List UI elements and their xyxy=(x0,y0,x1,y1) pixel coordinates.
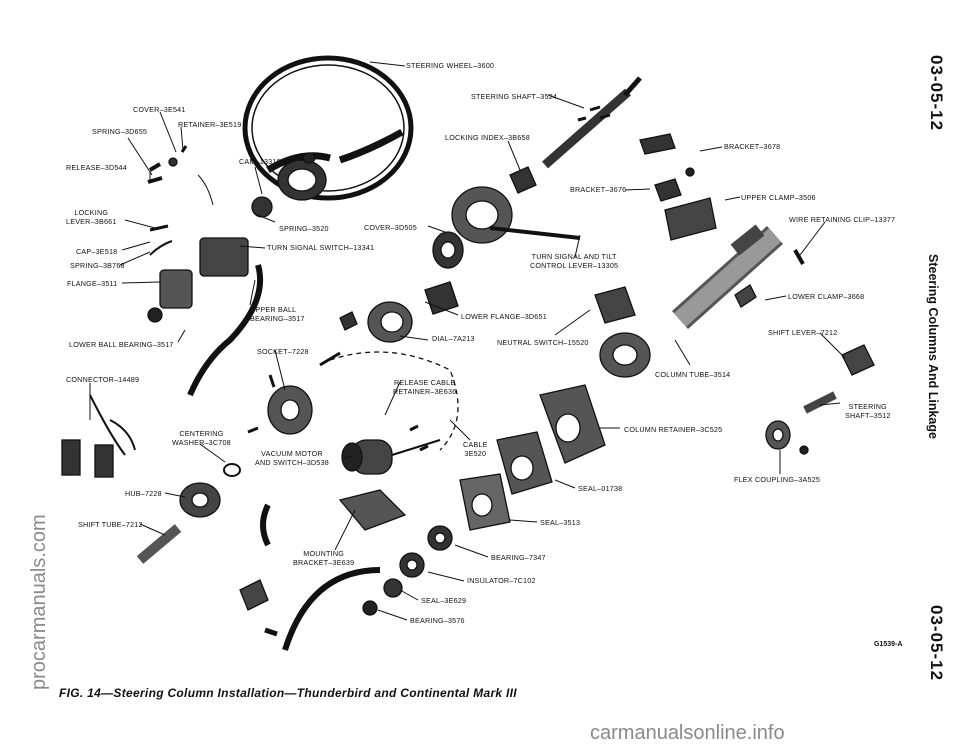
connector-harness-drawing xyxy=(61,394,136,478)
watermark-bottom: carmanualsonline.info xyxy=(590,722,785,744)
vacuum-motor-drawing xyxy=(329,351,459,475)
label-upper-ball-bearing: UPPER BALL BEARING–3517 xyxy=(250,305,305,323)
label-centering-line1: CENTERING xyxy=(179,429,224,438)
label-centering-washer: CENTERING WASHER–3C708 xyxy=(172,429,231,447)
label-lower-ball-bearing: LOWER BALL BEARING–3517 xyxy=(69,340,174,349)
label-centering-line2: WASHER–3C708 xyxy=(172,438,231,447)
label-seal-01738: SEAL–01738 xyxy=(578,484,623,493)
label-cam: CAM–13318 xyxy=(239,157,281,166)
label-cable: CABLE 3E520 xyxy=(463,440,488,458)
label-mounting-bracket: MOUNTING BRACKET–3E639 xyxy=(293,549,354,567)
label-neutral-switch: NEUTRAL SWITCH–15520 xyxy=(497,338,589,347)
label-locking-lever: LOCKING LEVER–3B661 xyxy=(66,208,117,226)
label-steering-shaft-3512-line1: STEERING xyxy=(848,402,887,411)
label-mounting-line1: MOUNTING xyxy=(303,549,345,558)
label-column-tube: COLUMN TUBE–3514 xyxy=(655,370,731,379)
label-retainer-3e519: RETAINER–3E519 xyxy=(178,120,242,129)
label-upper-clamp: UPPER CLAMP–3506 xyxy=(741,193,816,202)
label-bearing-3576: BEARING–3576 xyxy=(410,616,465,625)
steering-shaft-drawing xyxy=(542,76,642,169)
steering-wheel-drawing xyxy=(242,55,414,201)
label-steering-shaft: STEERING SHAFT–3524 xyxy=(471,92,558,101)
label-seal-3e629: SEAL–3E629 xyxy=(421,596,467,605)
label-mounting-line2: BRACKET–3E639 xyxy=(293,558,355,567)
label-vacuum-line1: VACUUM MOTOR xyxy=(261,449,323,458)
label-locking-lever-line1: LOCKING xyxy=(74,208,109,217)
label-column-retainer: COLUMN RETAINER–3C525 xyxy=(624,425,723,434)
label-flange: FLANGE–3511 xyxy=(67,279,118,288)
label-release-cable-retainer: RELEASE CABLE RETAINER–3E636 xyxy=(393,378,456,396)
label-bearing-7347: BEARING–7347 xyxy=(491,553,546,562)
label-seal-3513: SEAL–3513 xyxy=(540,518,581,527)
label-upper-ball-line1: UPPER BALL xyxy=(250,305,297,314)
label-bracket-3676: BRACKET–3676 xyxy=(570,185,627,194)
column-tube-drawing xyxy=(594,133,875,455)
label-steering-wheel: STEERING WHEEL–3600 xyxy=(406,61,495,70)
label-bracket-3678: BRACKET–3678 xyxy=(724,142,781,151)
label-vacuum-line2: AND SWITCH–3D538 xyxy=(255,458,329,467)
label-steering-shaft-3512: STEERING SHAFT–3512 xyxy=(845,402,891,420)
label-cable-line1: CABLE xyxy=(463,440,488,449)
label-locking-lever-line2: LEVER–3B661 xyxy=(66,217,117,226)
label-release: RELEASE–3D544 xyxy=(66,163,127,172)
label-turn-tilt-line1: TURN SIGNAL AND TILT xyxy=(531,252,617,261)
label-spring-3d655: SPRING–3D655 xyxy=(92,127,148,136)
watermark-left: procarmanuals.com xyxy=(28,514,50,690)
label-flex-coupling: FLEX COUPLING–3A525 xyxy=(734,475,821,484)
covers-drawing xyxy=(319,166,581,367)
hub-drawing xyxy=(136,482,221,564)
label-socket: SOCKET–7228 xyxy=(257,347,309,356)
page-number-bottom: 03-05-12 xyxy=(927,605,946,682)
page-number-top: 03-05-12 xyxy=(927,55,946,132)
label-wire-clip: WIRE RETAINING CLIP–13377 xyxy=(789,215,896,224)
leader-lines xyxy=(89,61,846,621)
socket-drawing xyxy=(223,374,313,477)
label-upper-ball-line2: BEARING–3517 xyxy=(250,314,305,323)
label-turn-tilt-line2: CONTROL LEVER–13305 xyxy=(530,261,619,270)
label-spring-3b768: SPRING–3B768 xyxy=(70,261,125,270)
figure-caption: FIG. 14—Steering Column Installation—Thu… xyxy=(59,686,517,700)
label-cable-line2: 3E520 xyxy=(464,449,487,458)
label-cap: CAP–3E518 xyxy=(76,247,118,256)
label-insulator: INSULATOR–7C102 xyxy=(467,576,536,585)
label-hub: HUB–7228 xyxy=(125,489,162,498)
label-steering-shaft-3512-line2: SHAFT–3512 xyxy=(845,411,891,420)
label-dial: DIAL–7A213 xyxy=(432,334,475,343)
turn-signal-assembly-drawing xyxy=(147,145,273,397)
label-shift-lever: SHIFT LEVER–7212 xyxy=(768,328,838,337)
label-cover-3d505: COVER–3D505 xyxy=(364,223,417,232)
mounting-bracket-drawing xyxy=(239,489,407,651)
label-lower-flange: LOWER FLANGE–3D651 xyxy=(461,312,547,321)
label-shift-tube: SHIFT TUBE–7212 xyxy=(78,520,143,529)
label-connector: CONNECTOR–14489 xyxy=(66,375,140,384)
label-lower-clamp: LOWER CLAMP–3668 xyxy=(788,292,865,301)
label-cover-3e541: COVER–3E541 xyxy=(133,105,186,114)
label-vacuum-motor: VACUUM MOTOR AND SWITCH–3D538 xyxy=(255,449,329,467)
label-locking-index: LOCKING INDEX–3B658 xyxy=(445,133,530,142)
label-release-cable-line1: RELEASE CABLE xyxy=(394,378,456,387)
label-spring-3520: SPRING–3520 xyxy=(279,224,329,233)
section-title: Steering Columns And Linkage xyxy=(926,254,940,439)
label-release-cable-line2: RETAINER–3E636 xyxy=(393,387,457,396)
figure-id: G1539-A xyxy=(874,641,903,648)
seals-bearings-drawing xyxy=(362,384,606,616)
label-turn-signal-switch: TURN SIGNAL SWITCH–13341 xyxy=(267,243,375,252)
label-turn-tilt-lever: TURN SIGNAL AND TILT CONTROL LEVER–13305 xyxy=(530,252,618,270)
